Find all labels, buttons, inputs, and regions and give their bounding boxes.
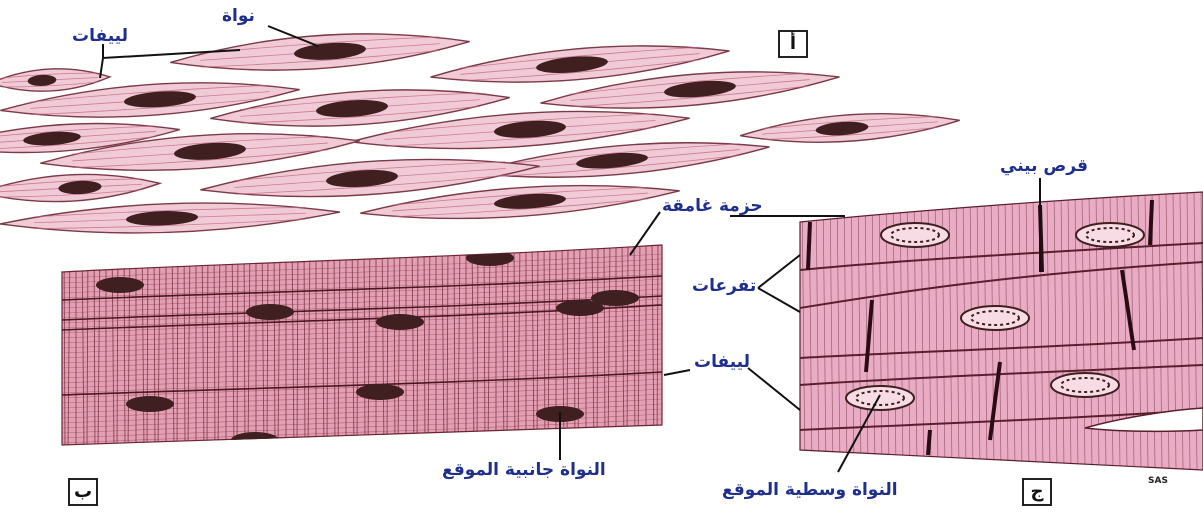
intercalated-disc-line — [928, 430, 930, 455]
cardiac-muscle-panel — [800, 190, 1203, 470]
skeletal-muscle-panel — [62, 240, 662, 450]
skeletal-nucleus — [376, 314, 424, 330]
label-branches: تفرعات — [692, 278, 756, 295]
artist-signature: SAS — [1148, 476, 1168, 486]
smooth-muscle-cell — [0, 198, 340, 238]
skeletal-nucleus — [466, 250, 514, 266]
label-dark-band: حزمة غامقة — [662, 198, 763, 215]
leader-branches — [758, 255, 800, 312]
skeletal-nucleus — [246, 304, 294, 320]
label-intercalated-disc: قرص بيني — [1000, 158, 1088, 175]
skeletal-nucleus — [356, 384, 404, 400]
intercalated-disc-line — [808, 222, 810, 270]
label-central-nucleus: النواة وسطية الموقع — [722, 482, 898, 499]
label-peripheral-nucleus: النواة جانبية الموقع — [442, 462, 606, 479]
label-myofibrils-a: لييفات — [72, 28, 128, 45]
panel-c-marker: ج — [1022, 478, 1052, 506]
panel-b-marker: ب — [68, 478, 98, 506]
label-myofibrils-b: لييفات — [694, 354, 750, 371]
smooth-muscle-cell — [0, 170, 161, 206]
panel-a-marker: أ — [778, 30, 808, 58]
label-nucleus: نواة — [222, 8, 255, 25]
skeletal-nucleus — [96, 277, 144, 293]
skeletal-nucleus — [591, 290, 639, 306]
skeletal-nucleus — [231, 432, 279, 448]
skeletal-nucleus — [126, 396, 174, 412]
intercalated-disc-line — [1150, 200, 1152, 245]
smooth-muscle-cell — [739, 107, 960, 149]
leader-myofibrils-b — [664, 368, 800, 410]
smooth-muscle-panel — [0, 25, 961, 238]
